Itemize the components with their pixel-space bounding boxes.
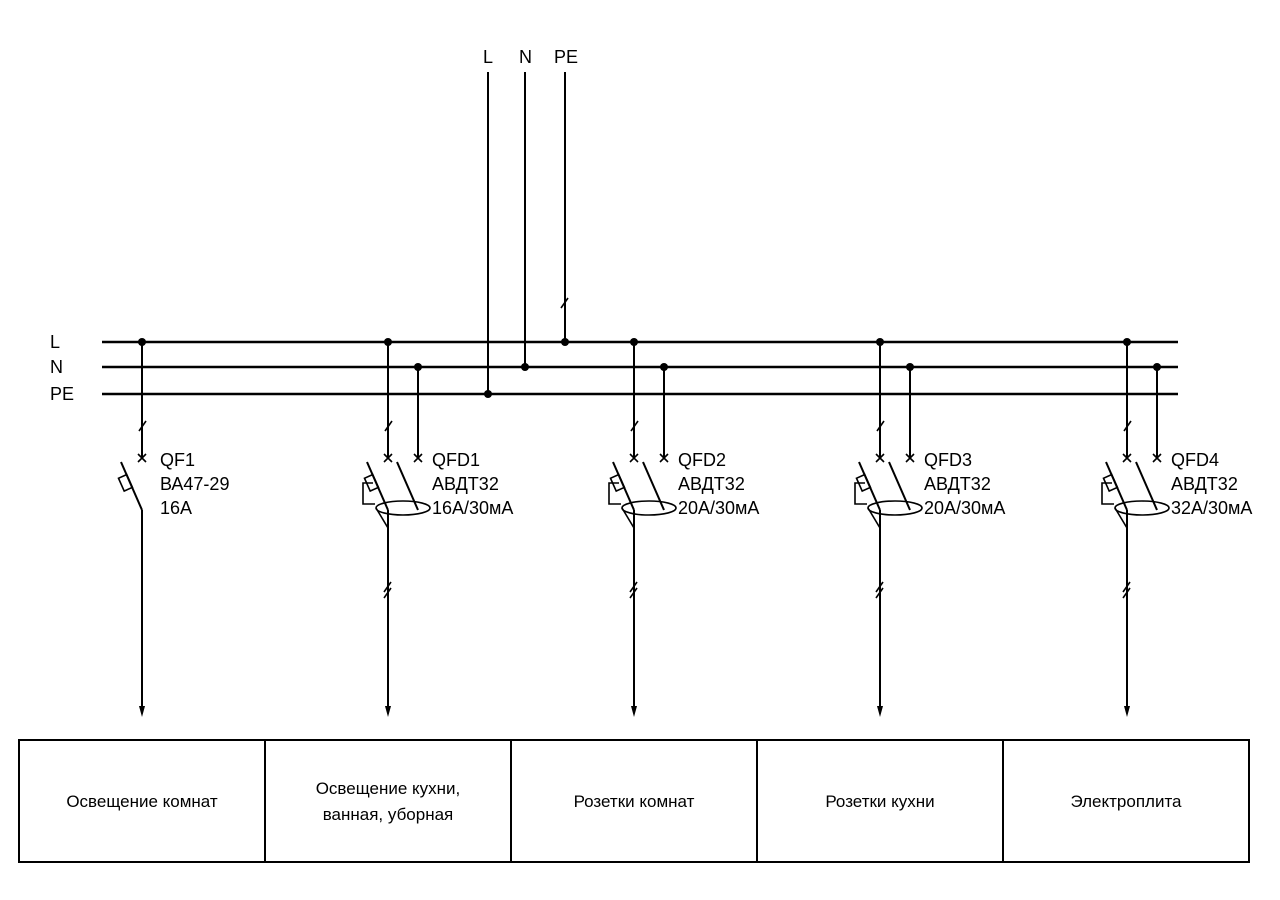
- cable-mark-icon: [1122, 581, 1131, 599]
- trip-link-icon: [867, 507, 881, 529]
- tick-mark: [138, 420, 147, 432]
- breaker-qfd4: QFD4 АВДТ32 32А/30мА: [1101, 338, 1252, 717]
- trip-link-icon: [375, 507, 389, 529]
- supply-label-pe: PE: [554, 47, 578, 67]
- bus-label-l: L: [50, 332, 60, 352]
- switch-blade: [888, 461, 911, 511]
- junction-dot: [1153, 363, 1161, 371]
- junction-dot: [660, 363, 668, 371]
- switch-blade: [1135, 461, 1158, 511]
- supply-label-n: N: [519, 47, 532, 67]
- contact-cross-icon: [383, 453, 423, 463]
- switch-blade: [642, 461, 665, 511]
- breaker-qfd1: QFD1 АВДТ32 16А/30мА: [362, 338, 513, 717]
- breaker-model: АВДТ32: [924, 474, 991, 494]
- contact-cross-icon: [875, 453, 915, 463]
- tick-mark: [630, 420, 639, 432]
- table-border: [18, 739, 1250, 863]
- test-circuit-icon: [608, 482, 621, 505]
- bus-bars: L N PE: [50, 332, 1178, 404]
- breaker-rating: 16А: [160, 498, 192, 518]
- breaker-rating: 20А/30мА: [924, 498, 1005, 518]
- breaker-qfd2: QFD2 АВДТ32 20А/30мА: [608, 338, 759, 717]
- junction-dot: [138, 338, 146, 346]
- supply-label-l: L: [483, 47, 493, 67]
- junction-dot: [906, 363, 914, 371]
- load-cell-sockets-kitchen: Розетки кухни: [825, 792, 934, 811]
- test-circuit-icon: [1101, 482, 1114, 505]
- arrow-down-icon: [385, 706, 391, 717]
- breaker-id: QFD1: [432, 450, 480, 470]
- thermal-release-icon: [609, 473, 626, 493]
- arrow-down-icon: [139, 706, 145, 717]
- breaker-qfd3: QFD3 АВДТ32 20А/30мА: [854, 338, 1005, 717]
- bus-label-n: N: [50, 357, 63, 377]
- load-cell-electric-stove: Электроплита: [1070, 792, 1182, 811]
- breaker-rating: 16А/30мА: [432, 498, 513, 518]
- breaker-id: QFD4: [1171, 450, 1219, 470]
- contact-cross-icon: [629, 453, 669, 463]
- tick-mark: [1123, 420, 1132, 432]
- breaker-model: АВДТ32: [432, 474, 499, 494]
- breaker-id: QFD2: [678, 450, 726, 470]
- breaker-id: QF1: [160, 450, 195, 470]
- junction-dot: [384, 338, 392, 346]
- arrow-down-icon: [1124, 706, 1130, 717]
- breaker-id: QFD3: [924, 450, 972, 470]
- junction-dot: [630, 338, 638, 346]
- arrow-down-icon: [631, 706, 637, 717]
- supply-tick-mark: [560, 297, 569, 309]
- contact-cross-icon: [137, 453, 147, 463]
- load-cell-lighting-kitchen-line2: ванная, уборная: [323, 805, 454, 824]
- trip-link-icon: [621, 507, 635, 529]
- current-transformer-icon: [1114, 500, 1170, 516]
- test-circuit-icon: [362, 482, 375, 505]
- switch-blade: [396, 461, 419, 511]
- cable-mark-icon: [875, 581, 884, 599]
- breaker-model: АВДТ32: [678, 474, 745, 494]
- trip-link-icon: [1114, 507, 1128, 529]
- breaker-rating: 20А/30мА: [678, 498, 759, 518]
- load-table: Освещение комнат Освещение кухни, ванная…: [18, 739, 1250, 863]
- junction-dot: [414, 363, 422, 371]
- test-circuit-icon: [854, 482, 867, 505]
- load-cell-lighting-kitchen-line1: Освещение кухни,: [316, 779, 461, 798]
- thermal-release-icon: [1102, 473, 1119, 493]
- arrow-down-icon: [877, 706, 883, 717]
- breaker-rating: 32А/30мА: [1171, 498, 1252, 518]
- load-cell-sockets-rooms: Розетки комнат: [574, 792, 695, 811]
- cable-mark-icon: [383, 581, 392, 599]
- thermal-release-icon: [117, 473, 134, 493]
- breaker-qf1: QF1 ВА47-29 16А: [117, 338, 229, 717]
- load-cell-lighting-rooms: Освещение комнат: [66, 792, 218, 811]
- current-transformer-icon: [621, 500, 677, 516]
- thermal-release-icon: [363, 473, 380, 493]
- tick-mark: [876, 420, 885, 432]
- tick-mark: [384, 420, 393, 432]
- breaker-model: ВА47-29: [160, 474, 229, 494]
- bus-label-pe: PE: [50, 384, 74, 404]
- supply-input: L N PE: [483, 47, 578, 398]
- contact-cross-icon: [1122, 453, 1162, 463]
- current-transformer-icon: [867, 500, 923, 516]
- thermal-release-icon: [855, 473, 872, 493]
- current-transformer-icon: [375, 500, 431, 516]
- cable-mark-icon: [629, 581, 638, 599]
- junction-dot: [1123, 338, 1131, 346]
- breaker-model: АВДТ32: [1171, 474, 1238, 494]
- junction-dot: [876, 338, 884, 346]
